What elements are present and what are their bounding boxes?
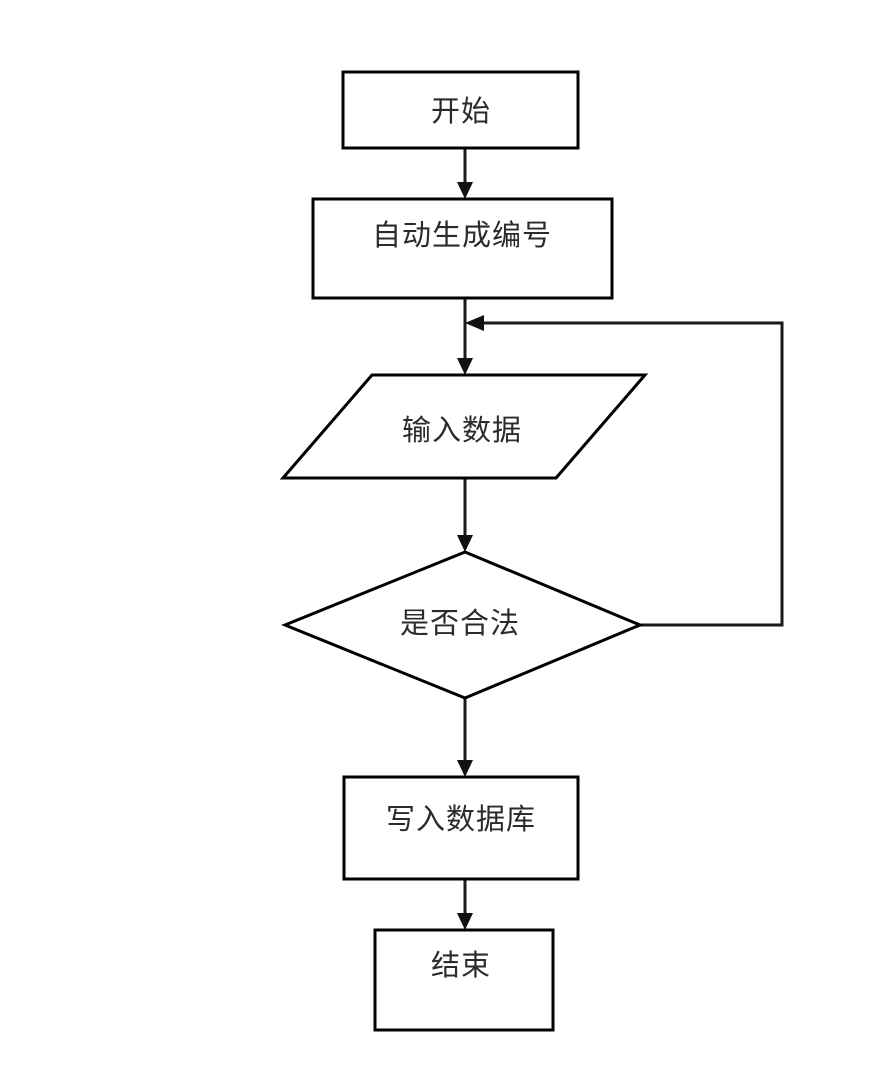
node-end[interactable]: 结束 bbox=[373, 928, 555, 1032]
edge-start-to-auto-number bbox=[457, 148, 473, 199]
edge-decision-loop-back-to-input-data bbox=[465, 315, 784, 627]
decision-node-shape bbox=[281, 550, 644, 700]
auto-number-node-shape bbox=[311, 197, 614, 300]
edge-decision-to-write-db bbox=[457, 698, 473, 777]
end-node-shape bbox=[373, 928, 555, 1032]
start-node-label: 开始 bbox=[431, 94, 491, 128]
end-node-label: 结束 bbox=[431, 948, 491, 982]
edge-auto-number-to-input-data bbox=[457, 298, 473, 375]
auto-number-node-label: 自动生成编号 bbox=[372, 218, 552, 252]
arrow-head-icon bbox=[457, 358, 473, 375]
write-db-node-shape bbox=[342, 775, 580, 881]
arrow-head-icon bbox=[457, 913, 473, 930]
node-input-data[interactable]: 输入数据 bbox=[279, 373, 649, 480]
arrow-head-icon bbox=[465, 315, 484, 331]
arrow-head-icon bbox=[457, 182, 473, 199]
node-auto-number[interactable]: 自动生成编号 bbox=[311, 197, 614, 300]
arrow-head-icon bbox=[457, 760, 473, 777]
node-write-db[interactable]: 写入数据库 bbox=[342, 775, 580, 881]
input-data-node-shape bbox=[279, 373, 649, 480]
edge-input-data-to-decision bbox=[457, 478, 473, 552]
edge-write-db-to-end bbox=[457, 879, 473, 930]
arrow-head-icon bbox=[457, 535, 473, 552]
node-decision[interactable]: 是否合法 bbox=[281, 550, 644, 700]
input-data-node-label: 输入数据 bbox=[402, 413, 522, 447]
start-node-shape bbox=[341, 70, 580, 150]
decision-node-label: 是否合法 bbox=[400, 606, 520, 640]
node-start[interactable]: 开始 bbox=[341, 70, 580, 150]
write-db-node-label: 写入数据库 bbox=[386, 802, 536, 836]
